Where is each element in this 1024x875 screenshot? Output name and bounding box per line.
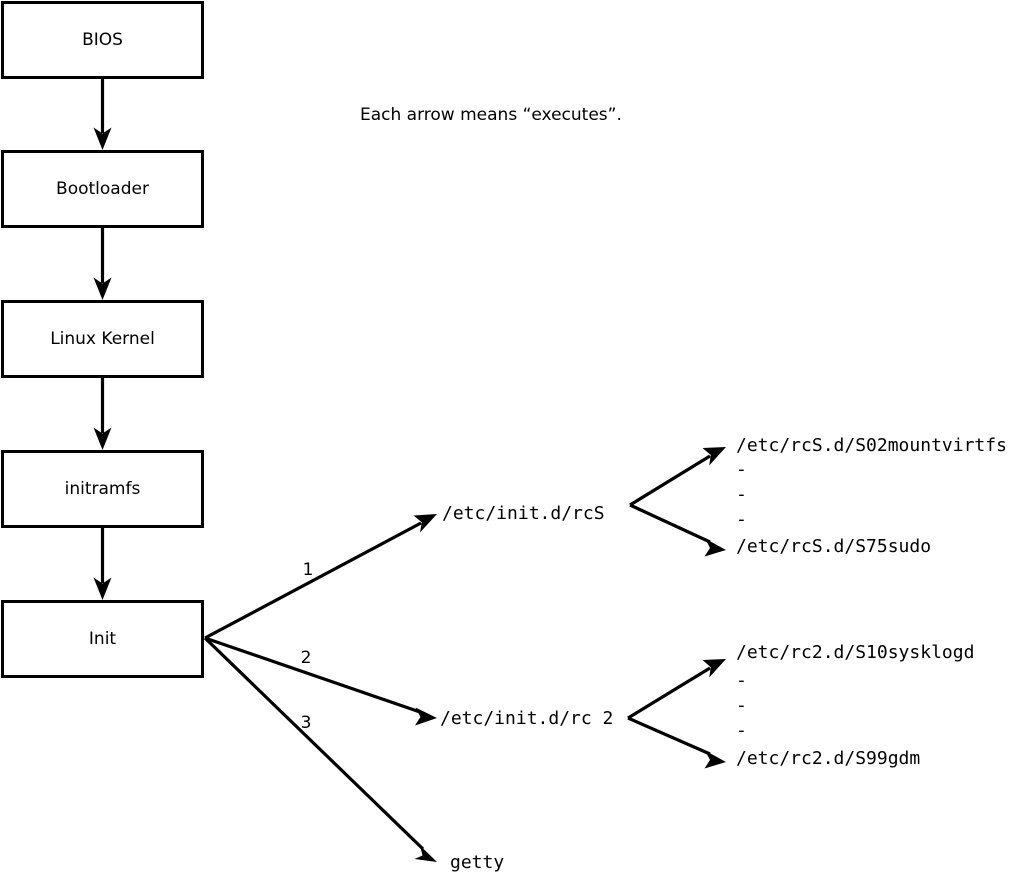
process-box-linux-kernel[interactable]: Linux Kernel: [1, 300, 204, 378]
edge-kernel-to-initramfs: [93, 378, 112, 450]
process-box-label: Init: [89, 629, 117, 649]
edge-rcs-to-last-script: [629, 503, 726, 557]
script-label-rc2-last: /etc/rc2.d/S99gdm: [736, 748, 920, 769]
ellipsis-dash: -: [736, 720, 747, 741]
edge-rcs-to-first-script: [629, 447, 726, 507]
edge-rc2-to-first-script: [627, 659, 726, 720]
script-label-rcs-last: /etc/rcS.d/S75sudo: [736, 536, 931, 557]
arrowhead-icon: [93, 427, 112, 450]
edge-number-3: 3: [301, 713, 312, 733]
arrowhead-icon: [702, 447, 726, 466]
process-box-label: BIOS: [82, 30, 123, 50]
ellipsis-dash: -: [736, 484, 747, 505]
arrowhead-icon: [704, 538, 726, 557]
arrowhead-icon: [413, 514, 437, 533]
edge-init-to-rcs: [204, 514, 437, 640]
edge-initramfs-to-init: [93, 528, 112, 600]
ellipsis-dash: -: [736, 695, 747, 716]
arrowhead-icon: [702, 659, 726, 678]
process-box-init[interactable]: Init: [1, 600, 204, 678]
process-box-initramfs[interactable]: initramfs: [1, 450, 204, 528]
ellipsis-dash: -: [736, 670, 747, 691]
edge-init-to-getty: [203, 636, 437, 862]
arrowhead-icon: [415, 707, 437, 726]
edge-bios-to-bootloader: [93, 78, 112, 150]
edge-number-1: 1: [303, 560, 314, 580]
ellipsis-dash: -: [736, 459, 747, 480]
process-box-bootloader[interactable]: Bootloader: [1, 150, 204, 228]
edge-number-2: 2: [301, 648, 312, 668]
arrowhead-icon: [93, 577, 112, 600]
arrowhead-icon: [704, 750, 726, 769]
edge-rc2-to-last-script: [627, 716, 726, 769]
process-box-label: initramfs: [65, 479, 141, 499]
target-label-rcs: /etc/init.d/rcS: [442, 503, 605, 524]
edge-bootloader-to-kernel: [93, 227, 112, 300]
process-box-label: Bootloader: [56, 179, 149, 199]
script-label-rcs-first: /etc/rcS.d/S02mountvirtfs: [736, 435, 1007, 456]
ellipsis-dash: -: [736, 509, 747, 530]
process-box-bios[interactable]: BIOS: [1, 1, 204, 79]
edge-init-to-rc2: [204, 636, 437, 726]
target-label-rc2: /etc/init.d/rc 2: [440, 708, 613, 729]
script-label-rc2-first: /etc/rc2.d/S10sysklogd: [736, 642, 974, 663]
diagram-caption: Each arrow means “executes”.: [360, 105, 622, 125]
arrowhead-icon: [93, 277, 112, 300]
target-label-getty: getty: [450, 852, 504, 873]
arrowhead-icon: [414, 845, 437, 862]
arrowhead-icon: [93, 127, 112, 150]
process-box-label: Linux Kernel: [50, 329, 155, 349]
